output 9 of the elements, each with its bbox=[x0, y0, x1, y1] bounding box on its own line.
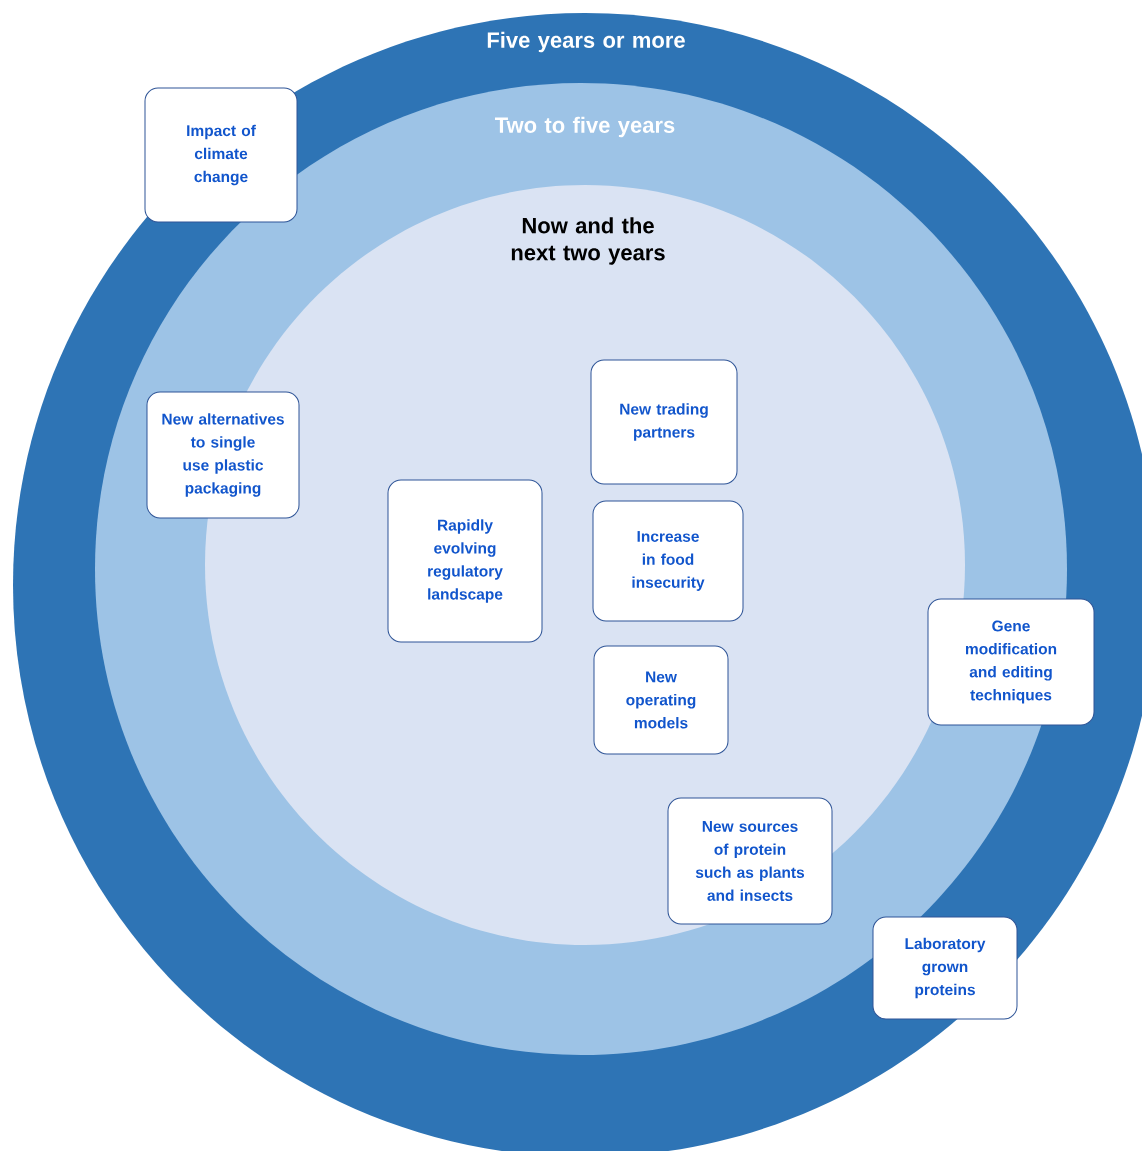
link-box: Increase in food insecurity bbox=[592, 500, 744, 622]
link-box: Gene modification and editing techniques bbox=[927, 598, 1095, 726]
link-box: New sources of protein such as plants and insects bbox=[667, 797, 833, 925]
link-box: New trading partners bbox=[590, 359, 738, 485]
link-box: Rapidly evolving regulatory landscape bbox=[387, 479, 543, 643]
link-box: Laboratory grown proteins bbox=[872, 916, 1018, 1020]
link-box: New alternatives to single use plastic packaging bbox=[146, 391, 300, 519]
link-box: New operating models bbox=[593, 645, 729, 755]
link-box: Impact of climate change bbox=[144, 87, 298, 223]
